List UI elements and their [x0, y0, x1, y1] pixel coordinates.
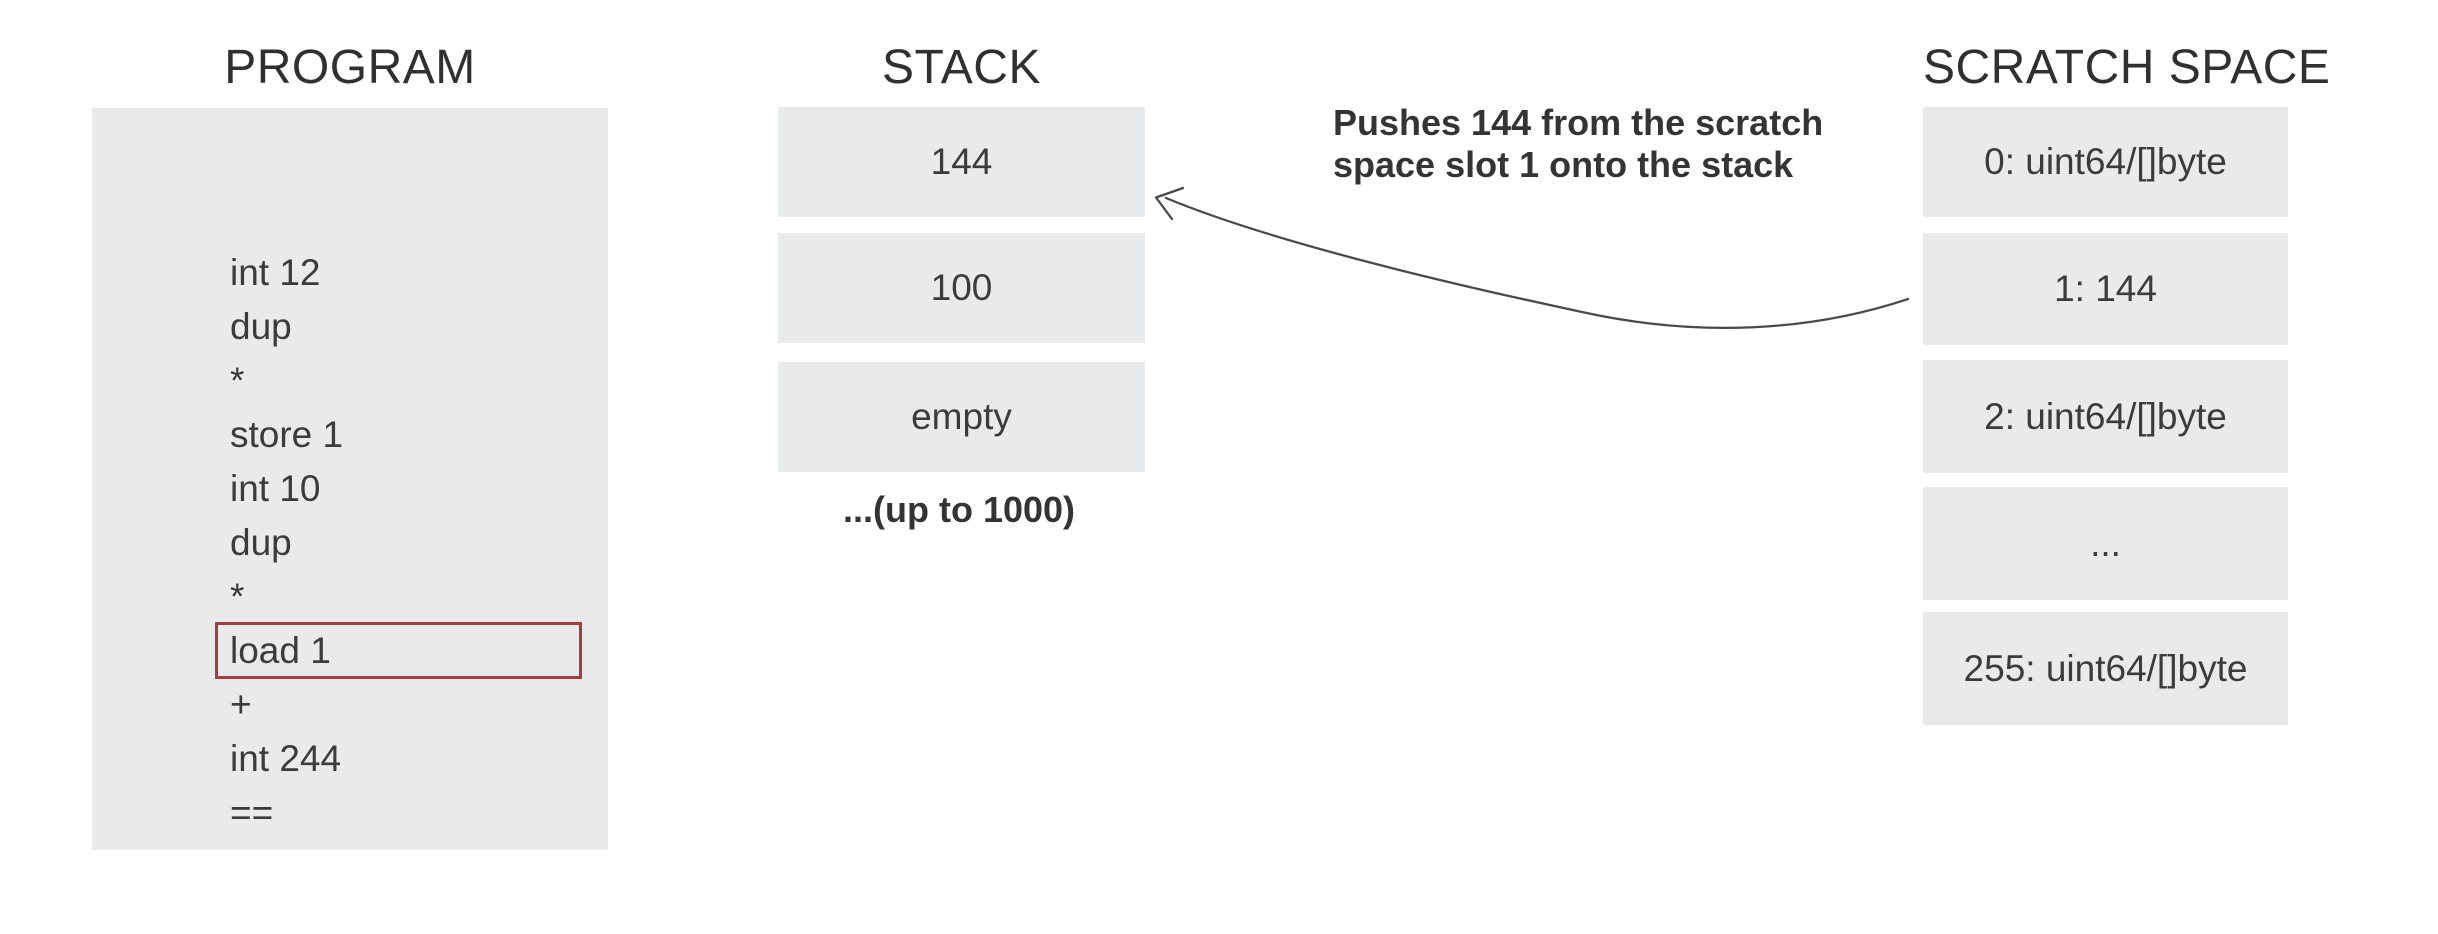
program-title: PROGRAM — [224, 41, 476, 94]
program-instruction: store 1 — [230, 414, 344, 455]
program-instruction: int 244 — [230, 738, 342, 779]
annotation-text: Pushes 144 from the scratch space slot 1… — [1333, 102, 1823, 186]
stack-cell: 144 — [778, 107, 1145, 217]
scratch-cell: 0: uint64/[]byte — [1923, 107, 2288, 217]
scratch-cell: 1: 144 — [1923, 233, 2288, 345]
arrow-curve-path — [1164, 196, 1910, 330]
program-instruction: == — [230, 792, 274, 833]
annotation-line-1: Pushes 144 from the scratch — [1333, 102, 1824, 143]
stack-capacity-note: ...(up to 1000) — [843, 489, 1076, 530]
program-box: int 12 dup * store 1 int 10 dup * load 1… — [92, 108, 608, 850]
stack-cell: empty — [778, 362, 1145, 472]
annotation-line-2: space slot 1 onto the stack — [1333, 144, 1794, 185]
stack-cell: 100 — [778, 233, 1145, 343]
scratch-cell: 2: uint64/[]byte — [1923, 360, 2288, 473]
program-instruction: + — [230, 684, 252, 725]
program-instruction: int 12 — [230, 252, 321, 293]
program-instruction: * — [230, 360, 245, 401]
program-instruction: dup — [230, 306, 292, 347]
scratch-cell: ... — [1923, 487, 2288, 600]
arrow-head-icon — [1154, 186, 1185, 221]
program-instruction: int 10 — [230, 468, 321, 509]
program-instruction-list: int 12 dup * store 1 int 10 dup * load 1… — [214, 246, 583, 840]
program-instruction: dup — [230, 522, 292, 563]
scratch-space-title: SCRATCH SPACE — [1923, 41, 2331, 94]
program-instruction-highlighted: load 1 — [214, 622, 583, 679]
program-instruction: * — [230, 576, 245, 617]
scratch-cell: 255: uint64/[]byte — [1923, 612, 2288, 725]
stack-title: STACK — [882, 41, 1041, 94]
